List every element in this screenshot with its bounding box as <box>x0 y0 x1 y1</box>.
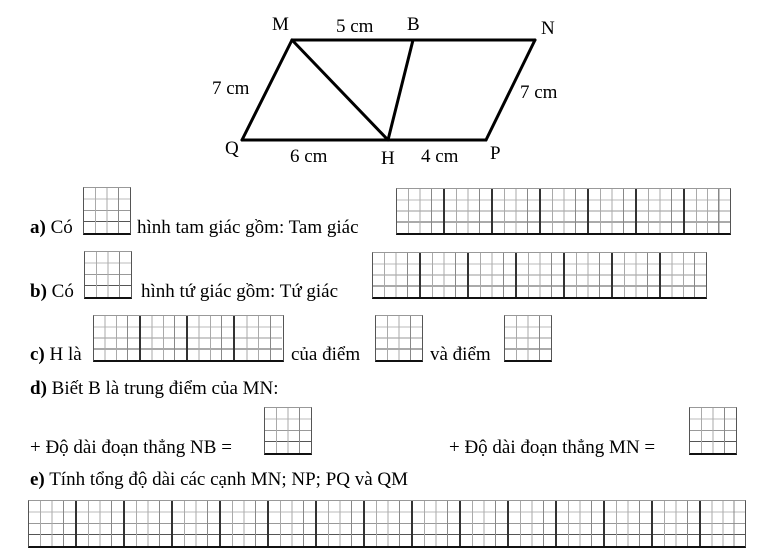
question-e-text: Tính tổng độ dài các cạnh MN; NP; PQ và … <box>49 469 409 490</box>
answer-box-c-relation[interactable] <box>93 315 284 362</box>
grid-cell[interactable] <box>77 501 125 546</box>
question-c-label: c) <box>30 344 45 365</box>
grid-cell[interactable] <box>701 501 745 546</box>
answer-box-a-triangles[interactable] <box>396 188 731 235</box>
point-label-B: B <box>407 14 420 35</box>
point-label-H: H <box>381 148 395 169</box>
question-d: d) Biết B là trung điểm của MN: <box>30 378 279 400</box>
grid-cell[interactable] <box>365 501 413 546</box>
question-e: e) Tính tổng độ dài các cạnh MN; NP; PQ … <box>30 469 408 491</box>
length-label-QH: 6 cm <box>290 146 328 167</box>
grid-cell[interactable] <box>265 408 311 453</box>
question-c-middle1: của điểm <box>291 344 361 365</box>
grid-cell[interactable] <box>605 501 653 546</box>
answer-box-b-count[interactable] <box>84 251 132 299</box>
question-c-prefix: H là <box>49 344 82 365</box>
question-b-prefix: Có <box>51 281 74 302</box>
answer-box-c-point2[interactable] <box>504 315 552 362</box>
grid-cell[interactable] <box>557 501 605 546</box>
point-label-Q: Q <box>225 138 239 159</box>
grid-cell[interactable] <box>653 501 701 546</box>
grid-cell[interactable] <box>589 189 637 233</box>
grid-cell[interactable] <box>29 501 77 546</box>
answer-box-b-quadrilaterals[interactable] <box>372 252 707 299</box>
grid-cell[interactable] <box>141 316 188 360</box>
grid-cell[interactable] <box>445 189 493 233</box>
length-label-MB: 5 cm <box>336 16 374 37</box>
question-d-label: d) <box>30 378 47 399</box>
grid-cell[interactable] <box>188 316 235 360</box>
question-d-mn-text: + Độ dài đoạn thẳng MN = <box>449 437 656 458</box>
grid-cell[interactable] <box>613 253 661 297</box>
grid-cell[interactable] <box>661 253 706 297</box>
length-label-MQ: 7 cm <box>212 78 250 99</box>
grid-cell[interactable] <box>505 316 551 360</box>
answer-box-c-point1[interactable] <box>375 315 423 362</box>
parallelogram-diagram: M B N Q H P 5 cm 7 cm 7 cm 6 cm 4 cm <box>212 14 558 169</box>
grid-cell[interactable] <box>317 501 365 546</box>
question-a-label: a) <box>30 217 46 238</box>
question-c-middle2: và điểm <box>430 344 491 365</box>
question-a: a) Có <box>30 217 73 239</box>
segment-BH <box>386 38 415 142</box>
grid-cell[interactable] <box>493 189 541 233</box>
question-a-middle: hình tam giác gồm: Tam giác <box>137 217 359 238</box>
question-d-text: Biết B là trung điểm của MN: <box>51 378 279 399</box>
grid-cell[interactable] <box>125 501 173 546</box>
question-c: c) H là <box>30 344 82 366</box>
question-a-prefix: Có <box>50 217 73 238</box>
grid-cell[interactable] <box>235 316 282 360</box>
point-label-M: M <box>272 14 289 35</box>
grid-cell[interactable] <box>685 189 730 233</box>
grid-cell[interactable] <box>509 501 557 546</box>
grid-cell[interactable] <box>541 189 589 233</box>
length-label-HP: 4 cm <box>421 146 459 167</box>
grid-cell[interactable] <box>637 189 685 233</box>
grid-cell[interactable] <box>469 253 517 297</box>
length-label-NP: 7 cm <box>520 82 558 103</box>
grid-cell[interactable] <box>94 316 141 360</box>
grid-cell[interactable] <box>397 189 445 233</box>
grid-cell[interactable] <box>173 501 221 546</box>
grid-cell[interactable] <box>269 501 317 546</box>
grid-cell[interactable] <box>517 253 565 297</box>
segment-MQ <box>240 38 294 142</box>
grid-cell[interactable] <box>461 501 509 546</box>
segment-MH <box>290 38 390 142</box>
question-b-middle: hình tứ giác gồm: Tứ giác <box>141 281 339 302</box>
question-b: b) Có <box>30 281 74 303</box>
answer-box-d-mn[interactable] <box>689 407 737 455</box>
grid-cell[interactable] <box>373 253 421 297</box>
segment-NP <box>484 38 537 142</box>
answer-box-a-count[interactable] <box>83 187 131 235</box>
question-b-label: b) <box>30 281 47 302</box>
point-label-N: N <box>541 18 555 39</box>
grid-cell[interactable] <box>85 252 131 297</box>
grid-cell[interactable] <box>221 501 269 546</box>
answer-box-e-total[interactable] <box>28 500 746 548</box>
grid-cell[interactable] <box>376 316 422 360</box>
grid-cell[interactable] <box>413 501 461 546</box>
question-e-label: e) <box>30 469 45 490</box>
grid-cell[interactable] <box>421 253 469 297</box>
grid-cell[interactable] <box>565 253 613 297</box>
answer-box-d-nb[interactable] <box>264 407 312 455</box>
grid-cell[interactable] <box>690 408 736 453</box>
grid-cell[interactable] <box>84 188 130 233</box>
question-d-nb-text: + Độ dài đoạn thẳng NB = <box>30 437 232 458</box>
point-label-P: P <box>490 143 501 164</box>
